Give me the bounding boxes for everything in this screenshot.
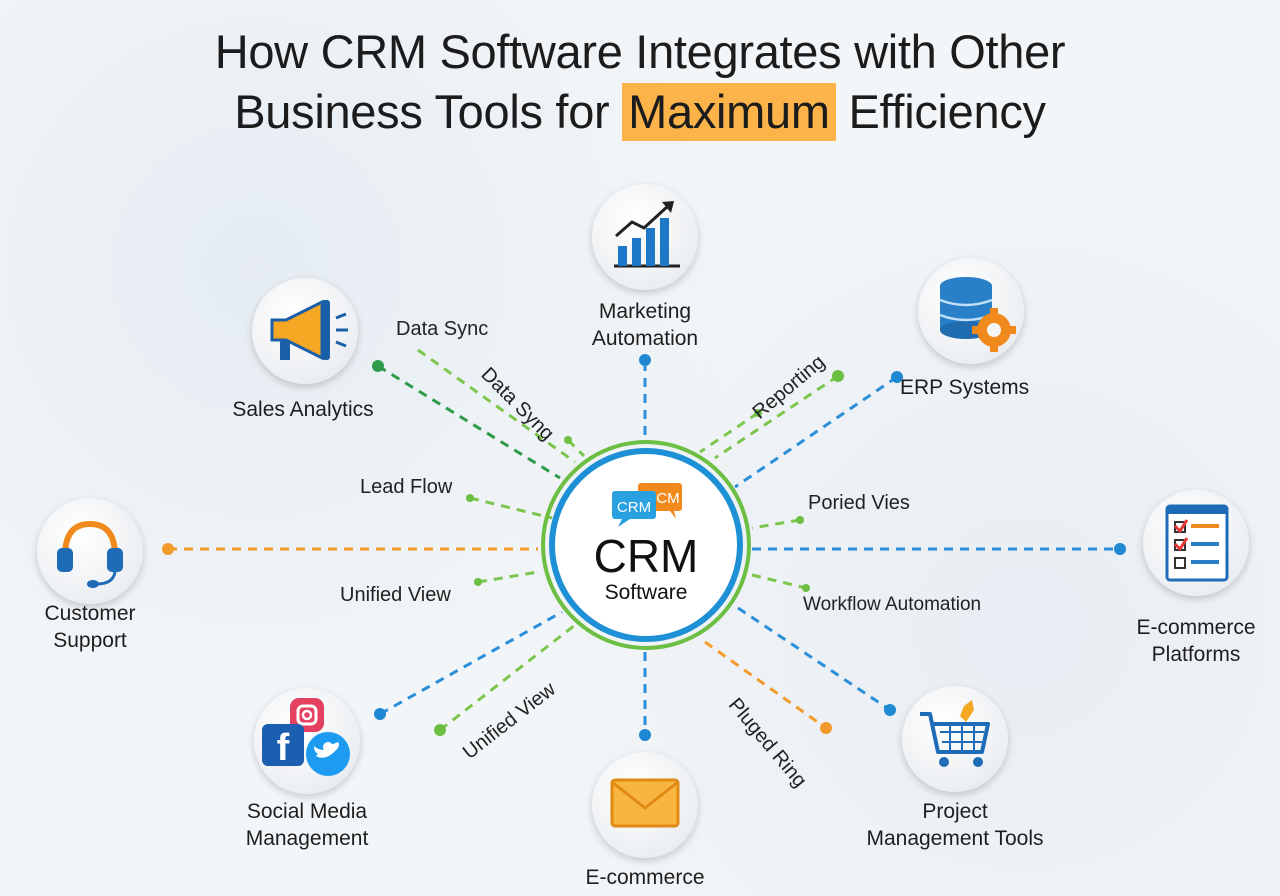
sales-label-line1: Sales Analytics [232, 398, 374, 421]
title-highlight: Maximum [622, 83, 836, 141]
megaphone-icon [270, 299, 348, 361]
social-label-line2: Management [245, 827, 369, 850]
page-title: How CRM Software Integrates with Other B… [0, 22, 1280, 142]
hub-badge-right: CM [656, 490, 679, 507]
erp-label-line1: ERP Systems [900, 376, 1030, 399]
headset-icon [57, 520, 123, 588]
title-line-2-start: Business Tools for [234, 85, 623, 138]
label-data-sync: Data Sync [396, 318, 489, 340]
social-icons: f [262, 698, 350, 776]
checklist-icon [1165, 504, 1229, 582]
title-line-2: Business Tools for Maximum Efficiency [0, 82, 1280, 142]
label-unified-view-1: Unified View [340, 584, 451, 606]
project-node [902, 686, 1008, 792]
email-node [592, 752, 698, 858]
bar-chart-icon [614, 201, 680, 268]
project-label-line2: Management Tools [866, 827, 1044, 850]
label-workflow-automation: Workflow Automation [803, 594, 982, 615]
title-line-1: How CRM Software Integrates with Other [214, 25, 1066, 78]
support-label-line1: Customer [44, 602, 136, 625]
email-label: E-commerce [570, 864, 720, 891]
erp-label: ERP Systems [900, 374, 1050, 401]
project-label: Project Management Tools [845, 798, 1065, 852]
ecommerce-right-label-line2: Platforms [1151, 643, 1241, 666]
ecommerce-right-label: E-commerce Platforms [1120, 614, 1272, 668]
shopping-cart-icon [920, 700, 990, 767]
social-node: f [254, 688, 360, 794]
database-gear-icon [939, 277, 1016, 352]
email-label-line1: E-commerce [585, 866, 705, 889]
hub-subtitle: Software [604, 581, 688, 604]
marketing-label-line2: Automation [591, 327, 699, 350]
erp-node [918, 258, 1024, 364]
title-line-2-end: Efficiency [835, 85, 1046, 138]
hub-badge-left: CRM [617, 499, 651, 516]
marketing-label: Marketing Automation [560, 298, 730, 352]
sales-node [252, 278, 358, 384]
support-node [37, 498, 143, 604]
marketing-label-line1: Marketing [598, 300, 692, 323]
label-lead-flow: Lead Flow [360, 476, 453, 498]
facebook-icon [262, 724, 304, 766]
sales-label: Sales Analytics [218, 396, 388, 423]
ecommerce-right-label-line1: E-commerce [1136, 616, 1256, 639]
support-label-line2: Support [53, 629, 127, 652]
marketing-node [592, 184, 698, 290]
social-label: Social Media Management [220, 798, 394, 852]
label-poried-vies: Poried Vies [808, 492, 910, 514]
ecommerce-right-node [1143, 490, 1249, 596]
hub-title: CRM [593, 530, 699, 582]
social-label-line1: Social Media [246, 800, 368, 823]
envelope-icon [610, 778, 680, 828]
support-label: Customer Support [10, 600, 170, 654]
crm-hub: CRM CM CRM Software [540, 439, 752, 651]
hub-rings [541, 440, 751, 650]
project-label-line1: Project [922, 800, 988, 823]
svg-text:f: f [277, 727, 290, 769]
crm-chat-icon: CRM CM [612, 483, 682, 527]
